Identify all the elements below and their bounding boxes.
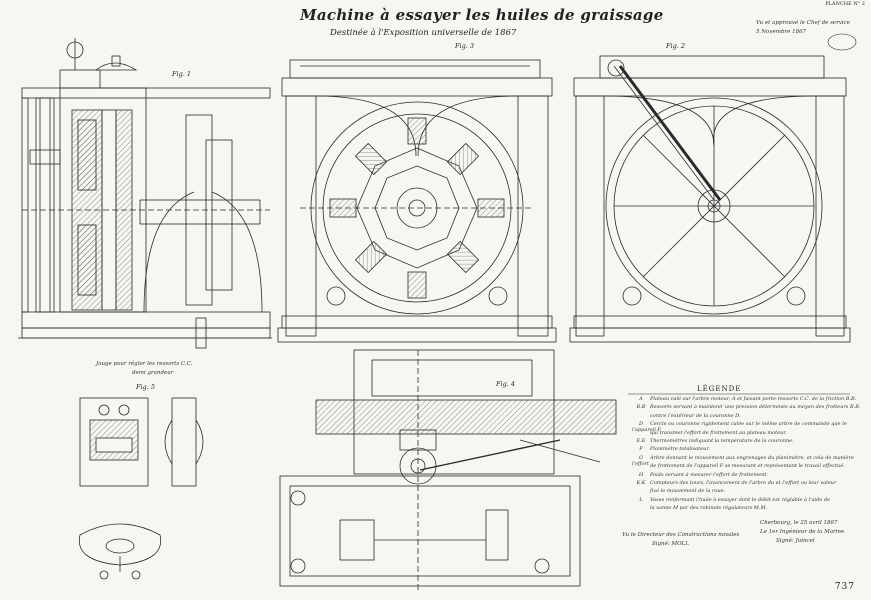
gauge-scale: demi grandeur: [132, 370, 174, 376]
legend-key: K.K: [636, 480, 646, 486]
legend-text: Arbre donnant le mouvement aux engrenage…: [632, 454, 854, 467]
legend-text: Cercle ou couronne rigidement calée sur …: [632, 421, 847, 434]
legend-item: fixé le mouvement de la roue.: [632, 488, 725, 494]
legend-key: H: [638, 471, 644, 478]
legend-key: A: [639, 396, 643, 402]
approval-note: Vu et approuvé le Chef de service: [756, 20, 851, 26]
signature-right-line-1: Cherbourg, le 25 avril 1867: [760, 520, 838, 526]
legend-key: E.E: [636, 438, 646, 444]
fig3-front-elevation: [277, 59, 557, 343]
legend-item: la vanne M par des robinets régulateurs …: [632, 505, 767, 511]
legend-text: Poids servant à mesurer l'effort de frot…: [650, 471, 769, 478]
legend-key: G: [639, 454, 643, 461]
legend-item: A Plateau calé sur l'arbre moteur, A et f…: [632, 396, 856, 402]
legend-key: L: [639, 496, 643, 503]
signature-right-line-3: Signé: Juincel: [776, 538, 815, 544]
legend-text: Ressorts servant à maintenir une pressio…: [650, 404, 861, 411]
sheet-reference: PLANCHE N° 2: [825, 1, 865, 7]
legend-item: B.B Ressorts servant à maintenir une pres…: [632, 404, 861, 410]
legend-item: qui transmet l'effort de frottement au p…: [632, 430, 787, 436]
legend-item: L Vases renfermant l'huile à essayer dont…: [632, 497, 830, 503]
legend-title: LÉGENDE: [697, 385, 742, 393]
legend-key: B.B: [636, 404, 646, 411]
legend-text: fixé le mouvement de la roue.: [650, 488, 726, 495]
legend-text: Vases renfermant l'huile à essayer dont …: [650, 496, 831, 503]
legend-key: F: [639, 446, 643, 453]
signature-right-line-2: Le 1er Ingénieur de la Marine: [760, 529, 845, 535]
legend-text: la vanne M par des robinets régulateurs …: [650, 505, 768, 512]
fig5-label: Fig. 5: [136, 383, 156, 391]
legend-text: contre l'extérieur de la couronne D.: [650, 412, 741, 419]
archive-stamp: [827, 33, 857, 51]
legend-text: Planimètre totalisateur.: [650, 446, 710, 453]
legend-text: Compteurs des tours, l'avancement de l'a…: [650, 480, 837, 486]
legend-item: H Poids servant à mesurer l'effort de fro…: [632, 472, 768, 478]
fig1-side-section: [18, 38, 272, 349]
legend-text: qui transmet l'effort de frottement au p…: [650, 429, 787, 436]
fig1-label: Fig. 1: [172, 70, 192, 78]
legend-item: F Planimètre totalisateur.: [632, 446, 710, 452]
legend-item: de frottement de l'appareil F se mesuran…: [632, 463, 845, 469]
legend-item: E.E Thermomètres indiquant la température…: [632, 438, 794, 444]
sheet-number: 737: [834, 582, 855, 592]
fig3-label: Fig. 3: [455, 42, 475, 50]
legend-item: K.K Compteurs des tours, l'avancement de …: [632, 480, 836, 486]
fig2-label: Fig. 2: [666, 42, 686, 50]
fig5-gauge-detail: [78, 397, 204, 580]
approval-date: 5 Novembre 1867: [756, 29, 807, 35]
sheet-subtitle: Destinée à l'Exposition universelle de 1…: [330, 28, 517, 38]
gauge-caption: Jauge pour régler les ressorts C.C.: [96, 361, 193, 367]
legend-item: contre l'extérieur de la couronne D.: [632, 413, 741, 419]
signature-left-line-2: Signé: MOLL: [652, 541, 689, 547]
legend-text: Plateau calé sur l'arbre moteur, A et fa…: [650, 396, 857, 402]
legend-text: Thermomètres indiquant la température de…: [650, 438, 794, 444]
fig4-label: Fig. 4: [496, 380, 516, 388]
legend-key: D: [638, 421, 643, 428]
legend-text: de frottement de l'appareil F se mesuran…: [650, 463, 845, 470]
fig2-rear-elevation: [569, 55, 851, 343]
sheet-title: Machine à essayer les huiles de graissag…: [300, 6, 664, 24]
signature-left-line-1: Vu le Directeur des Constructions navale…: [622, 532, 740, 538]
fig4-plan-view: [279, 349, 617, 590]
